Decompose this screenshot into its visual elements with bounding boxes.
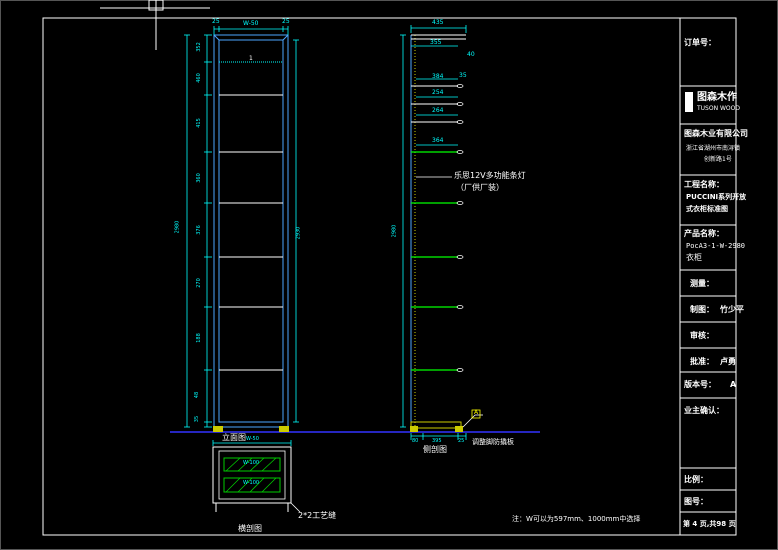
plan-inner	[218, 450, 286, 500]
led-note-2: （厂供厂装）	[456, 183, 504, 192]
measure-label: 测量：	[690, 279, 714, 288]
side-shelf-dim-2: 254	[432, 89, 444, 96]
front-elevation	[184, 26, 299, 432]
side-shelf-dim-3: 264	[432, 107, 444, 114]
version-value: A	[730, 380, 737, 389]
company-name: 图森木业有限公司	[684, 129, 748, 138]
product-label: 产品名称：	[684, 229, 724, 238]
front-seg-8: 48	[194, 391, 201, 399]
side-depth-right: 40	[467, 51, 475, 58]
side-led-shelves	[411, 151, 458, 371]
project-label: 工程名称：	[684, 180, 724, 189]
scale-label: 比例：	[684, 475, 708, 484]
front-inner-dim	[293, 39, 299, 423]
company-address: 浙江省湖州市南浔镇	[686, 145, 741, 152]
adjust-foot-label: 调整脚防撬板	[472, 438, 514, 446]
front-seg-1: 352	[195, 42, 202, 52]
front-foot-right	[279, 426, 289, 432]
front-width-label: W-50	[243, 20, 259, 27]
logo-main: 图森木作	[697, 92, 737, 103]
review-label: 审核：	[690, 331, 714, 340]
side-height-total: 2980	[391, 224, 398, 238]
plan-inner-label-2: W-100	[243, 480, 260, 486]
bottom-note: 注：W可以为597mm、1000mm中选择	[512, 515, 641, 523]
side-bottom-dim-1: 80	[412, 438, 419, 444]
side-white-shelves	[411, 85, 458, 123]
side-top-dims	[410, 25, 467, 146]
plan-inner-label-1: W-100	[243, 460, 260, 466]
plan-width-label: W-50	[246, 436, 259, 442]
side-top-shelf	[411, 34, 466, 40]
side-depth-inner: 355	[430, 39, 442, 46]
plan-outer	[212, 446, 292, 504]
company-address-2: 创新路1号	[704, 156, 732, 163]
side-bottom-dim-2: 395	[432, 438, 442, 444]
project-value: PUCCINI系列开放	[686, 193, 747, 201]
front-outer-panel	[213, 34, 289, 428]
front-left-dim-chain	[204, 34, 212, 428]
front-top-dimension	[213, 26, 289, 35]
side-shelf-tips	[456, 84, 464, 372]
side-base	[410, 421, 462, 429]
side-shelf-dim-5: 384	[432, 73, 444, 80]
side-bottom-dim-3: 25	[458, 438, 465, 444]
side-shelf-dim-4: 364	[432, 137, 444, 144]
page-label: 第 4 页,共98 页	[683, 520, 736, 528]
plan-joint-note: 2*2工艺缝	[298, 511, 337, 520]
front-height-inner: 2930	[295, 226, 302, 240]
front-seg-7: 188	[195, 333, 202, 343]
order-no-label: 订单号：	[684, 38, 716, 47]
front-small-label: 1	[249, 55, 253, 62]
side-view-label: 侧剖图	[423, 445, 447, 454]
side-foot-right	[455, 426, 463, 432]
front-inner-panel	[218, 39, 284, 423]
front-offset-right: 25	[282, 18, 290, 25]
cursor-crosshair	[100, 0, 210, 50]
side-bottom-dims	[410, 433, 467, 440]
owner-confirm-label: 业主确认：	[684, 406, 724, 415]
version-label: 版本号：	[684, 380, 716, 389]
front-total-dim	[184, 34, 190, 428]
front-offset-left: 25	[212, 18, 220, 25]
front-seg-9: 35	[194, 415, 201, 423]
plan-section	[212, 440, 301, 513]
front-seg-3: 415	[195, 118, 202, 128]
front-seg-4: 360	[195, 173, 202, 183]
logo-box	[685, 92, 693, 112]
front-seg-5: 376	[195, 225, 202, 235]
side-height-dim	[400, 34, 406, 428]
draw-label: 制图：	[690, 305, 714, 314]
front-view-label: 立面图	[222, 433, 246, 442]
plan-view-label: 横剖图	[238, 524, 262, 533]
logo-sub: TUSON WOOD	[697, 105, 740, 112]
drawing-no-label: 图号：	[684, 497, 708, 506]
side-foot-left	[410, 426, 418, 432]
approve-label: 批准：	[690, 357, 714, 366]
side-shelf-dim-1: 35	[459, 72, 467, 79]
project-value-2: 式衣柜标准图	[686, 205, 728, 213]
product-value: PocA3-1-W-2980	[686, 242, 746, 250]
plan-top-dim	[212, 440, 292, 446]
detail-label: A	[474, 409, 479, 416]
front-seg-6: 270	[195, 278, 202, 288]
led-note: 乐思12V多功能条灯	[454, 171, 526, 180]
detail-marker	[462, 409, 483, 428]
draw-value: 竹少平	[720, 305, 744, 314]
front-shelves	[219, 61, 283, 371]
side-section	[400, 25, 483, 440]
product-value-2: 衣柜	[686, 253, 702, 262]
approve-value: 卢勇	[720, 357, 736, 366]
front-foot-left	[213, 426, 223, 432]
side-depth-top: 435	[432, 19, 444, 26]
title-block	[679, 18, 737, 535]
front-seg-2: 460	[195, 73, 202, 83]
drawing-border	[42, 17, 737, 536]
front-height-total: 2980	[174, 220, 181, 234]
